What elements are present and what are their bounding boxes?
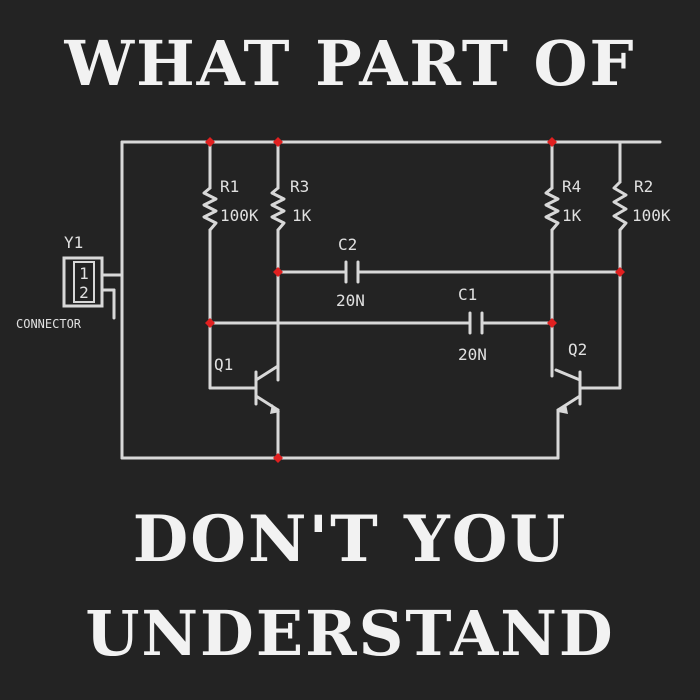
junction-nodes bbox=[205, 137, 625, 463]
connector-y1: 1 2 bbox=[62, 256, 104, 308]
label-r3: R3 bbox=[290, 177, 309, 196]
junction-node bbox=[547, 137, 557, 147]
resistor-r2 bbox=[612, 180, 628, 232]
label-c1: C1 bbox=[458, 285, 477, 304]
label-r4-value: 1K bbox=[562, 206, 582, 225]
resistor-r1 bbox=[202, 186, 218, 232]
q2-emitter-arrow bbox=[558, 404, 568, 414]
label-r1: R1 bbox=[220, 177, 239, 196]
q1-emitter-arrow bbox=[270, 404, 280, 414]
label-q2: Q2 bbox=[568, 340, 587, 359]
junction-node bbox=[273, 137, 283, 147]
headline-top: WHAT PART OF bbox=[64, 27, 636, 100]
junction-node bbox=[205, 137, 215, 147]
headline-middle: DON'T YOU bbox=[132, 502, 568, 577]
headline-bottom: UNDERSTAND bbox=[85, 597, 615, 670]
junction-node bbox=[273, 453, 283, 463]
junction-node bbox=[273, 267, 283, 277]
junction-node bbox=[547, 318, 557, 328]
label-y1: Y1 bbox=[64, 233, 83, 252]
resistor-r3 bbox=[270, 186, 286, 232]
junction-node bbox=[205, 318, 215, 328]
label-r2: R2 bbox=[634, 177, 653, 196]
resistor-r4 bbox=[544, 186, 560, 232]
label-c2-value: 20N bbox=[336, 291, 365, 310]
label-r2-value: 100K bbox=[632, 206, 671, 225]
connector-pin1: 1 bbox=[79, 264, 89, 283]
label-q1: Q1 bbox=[214, 355, 233, 374]
label-r1-value: 100K bbox=[220, 206, 259, 225]
label-r4: R4 bbox=[562, 177, 581, 196]
wires bbox=[100, 140, 662, 460]
label-connector: CONNECTOR bbox=[16, 317, 82, 331]
label-c2: C2 bbox=[338, 235, 357, 254]
connector-pin2: 2 bbox=[79, 283, 89, 302]
junction-node bbox=[615, 267, 625, 277]
label-r3-value: 1K bbox=[292, 206, 312, 225]
label-c1-value: 20N bbox=[458, 345, 487, 364]
